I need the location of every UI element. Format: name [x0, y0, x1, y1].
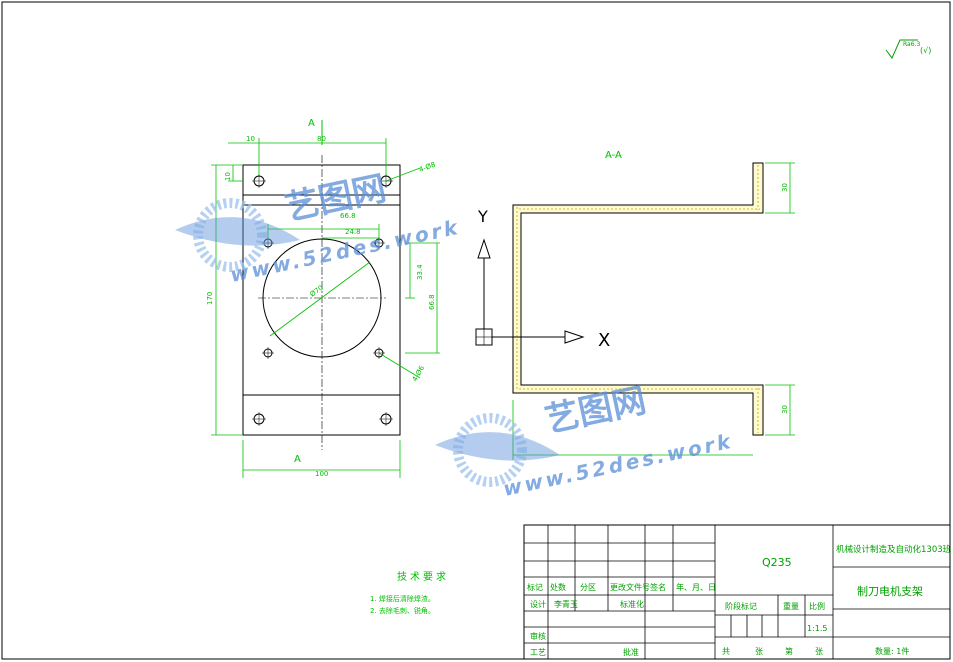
dim-inner-height: 66.8 — [428, 294, 436, 310]
roughness-check-icon — [885, 39, 918, 59]
sheet-no: 第 — [785, 646, 793, 656]
dim-inner-offset: 24.8 — [345, 228, 361, 236]
review-label: 审核 — [530, 631, 546, 641]
part-name: 制刀电机支架 — [857, 584, 923, 598]
process-label: 工艺 — [530, 648, 546, 657]
axis-y-label: Y — [477, 207, 488, 226]
watermark-swoosh-icon-2 — [435, 432, 560, 461]
hdr-change-doc: 更改文件号 — [610, 582, 650, 592]
axis-x-label: X — [598, 330, 610, 351]
dim-top-offset: 10 — [224, 172, 232, 181]
institution: 机械设计制造及自动化1303班 — [836, 544, 952, 555]
coord-axes: Y X — [475, 207, 610, 351]
hdr-zone: 分区 — [580, 583, 596, 592]
sheet-total: 共 — [722, 647, 730, 656]
dim-top-width: 80 — [317, 135, 326, 143]
watermark-swoosh-icon — [175, 217, 300, 246]
dim-bottom-flange: 30 — [781, 405, 789, 414]
dim-inner-width: 66.8 — [340, 212, 356, 220]
hdr-mark: 标记 — [527, 582, 543, 592]
scale-value: 1:1.5 — [807, 624, 828, 633]
section-view: A-A Y X — [475, 150, 795, 460]
tech-title: 技术要求 — [397, 570, 449, 583]
dim-hole-diameter: 4-Ø8 — [418, 161, 437, 174]
hatch-lines — [516, 165, 760, 433]
axis-y-arrow-icon — [477, 238, 491, 259]
bracket-profile — [512, 162, 764, 436]
dim-small-holes: 4-Ø6 — [411, 364, 427, 383]
hdr-date: 年、月、日 — [676, 582, 716, 592]
flange-holes — [252, 174, 393, 426]
standardization-label: 标准化 — [620, 599, 644, 609]
tech-item-2: 2. 去除毛刺、锐角。 — [370, 606, 435, 615]
watermark-2: 艺图网 www.52des.work — [435, 380, 735, 501]
design-label: 设计 — [530, 599, 546, 609]
weight-label: 重量 — [783, 601, 799, 611]
axis-x-arrow-icon — [564, 330, 585, 344]
bottom-flange-outline — [242, 394, 401, 436]
tech-item-1: 1. 焊接后清除焊渣。 — [370, 594, 435, 603]
dim-circle-diameter: Ø70 — [309, 284, 325, 299]
dim-vertical-span: 33.4 — [416, 264, 424, 280]
dim-top-flange: 30 — [781, 183, 789, 192]
stage-mark-label: 阶段标记 — [725, 601, 757, 611]
section-dimension-lines — [512, 162, 795, 460]
tech-requirements: 技术要求 1. 焊接后清除焊渣。 2. 去除毛刺、锐角。 — [370, 570, 449, 615]
watermark-globe-icon-2 — [453, 413, 527, 487]
watermark-globe-icon — [193, 198, 267, 272]
sheet-label: 张 — [755, 647, 763, 656]
title-block: 标记 处数 分区 更改文件号 签名 年、月、日 设计 李青玉 标准化 审核 工艺… — [523, 524, 952, 660]
designer-name: 李青玉 — [554, 599, 578, 609]
sheet-unit: 张 — [815, 647, 823, 656]
front-dimension-lines — [211, 138, 440, 478]
watermark-brand: 艺图网 — [282, 168, 390, 228]
section-title: A-A — [605, 150, 622, 161]
hdr-sign: 签名 — [650, 582, 666, 592]
front-view: A A 10 — [206, 118, 440, 478]
approve-label: 批准 — [623, 647, 639, 657]
watermark-url-2: www.52des.work — [501, 429, 735, 501]
dim-overall-width: 100 — [315, 470, 328, 478]
quantity: 数量: 1件 — [875, 646, 909, 656]
dim-left-offset: 10 — [246, 135, 255, 143]
material: Q235 — [762, 556, 792, 569]
section-mark-bottom: A — [294, 454, 301, 465]
title-block-border — [523, 524, 951, 660]
scale-label: 比例 — [809, 601, 825, 611]
roughness-symbol: Ra6.3 (√) — [885, 39, 931, 59]
section-mark-top: A — [308, 118, 315, 129]
roughness-value: Ra6.3 — [903, 41, 920, 48]
roughness-note: (√) — [920, 46, 931, 55]
hdr-count: 处数 — [550, 582, 566, 592]
dim-overall-height: 170 — [206, 292, 214, 305]
